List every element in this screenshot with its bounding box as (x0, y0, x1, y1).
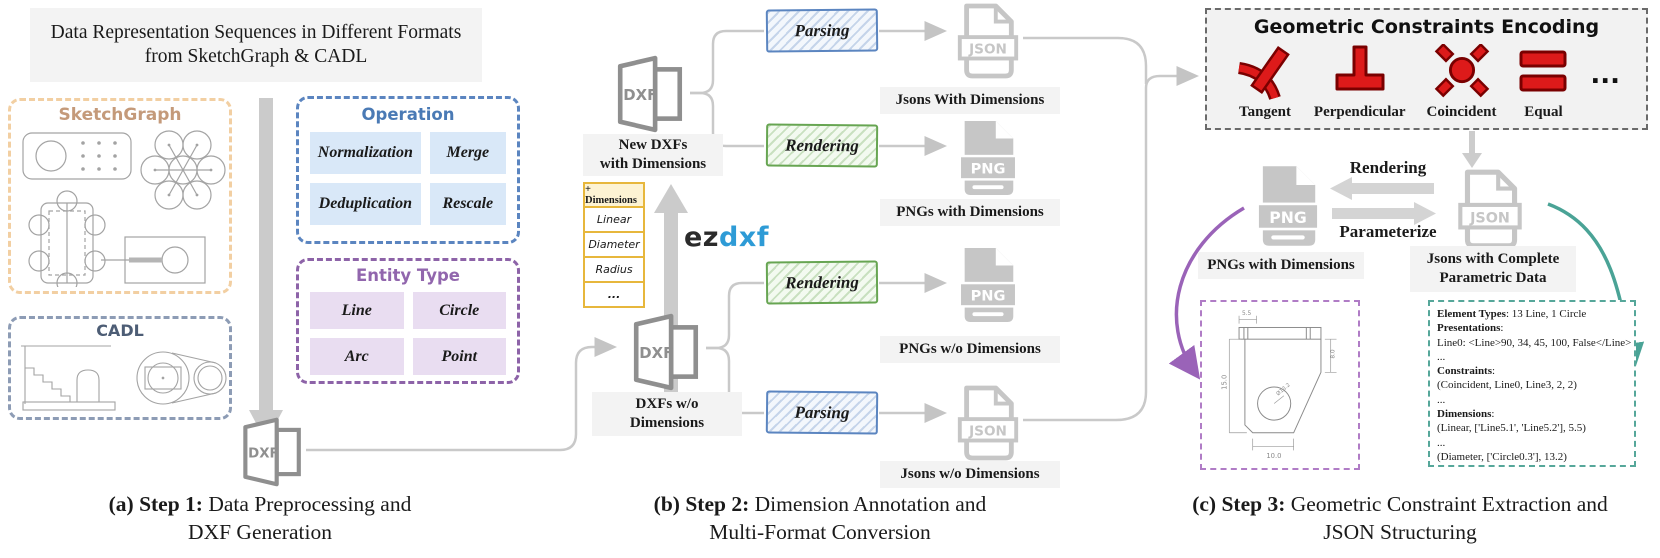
operation-item: Normalization (310, 132, 421, 174)
dimension-table-row: ... (583, 283, 645, 308)
title-line1: Data Representation Sequences in Differe… (50, 21, 462, 43)
connector-dxf-a-to-b (306, 337, 617, 452)
svg-text:DXF: DXF (639, 344, 673, 362)
png-file-icon: PNG (958, 121, 1018, 195)
down-arrow (249, 98, 283, 442)
new-dxf-label: New DXFs with Dimensions (583, 134, 723, 176)
dimension-types-table: + Dimensions Linear Diameter Radius ... (583, 182, 645, 308)
caption-step3: (c) Step 3: Geometric Constraint Extract… (1192, 492, 1608, 545)
svg-text:DXF: DXF (623, 86, 657, 104)
cadl-sketches (21, 345, 227, 411)
svg-text:JSON: JSON (968, 424, 1007, 440)
svg-text:DXF: DXF (248, 447, 278, 462)
rendered-drawing-box: 5.5 15.0 8.0 10.0 Ø13.2 (1200, 300, 1360, 470)
constraint-coincident: Coincident (1427, 44, 1497, 121)
dxf-wo-dim-file-icon: DXF (633, 313, 699, 391)
constraints-encoding-box: Geometric Constraints Encoding Tangent P… (1205, 8, 1648, 130)
entity-item: Line (310, 292, 404, 329)
operation-item: Rescale (429, 183, 506, 225)
parametric-json-box: Element Types: 13 Line, 1 Circle Present… (1428, 300, 1636, 467)
sketchgraph-box: SketchGraph (8, 98, 232, 294)
rendering-arrow (1330, 177, 1434, 200)
caption-step1: (a) Step 1: Data Preprocessing and DXF G… (108, 492, 412, 545)
rendering-flow-top: Rendering (765, 123, 879, 168)
parsing-flow-top: Parsing (765, 8, 879, 53)
tangent-icon (1237, 45, 1290, 100)
svg-text:PNG: PNG (971, 161, 1006, 178)
title-line2: from SketchGraph & CADL (144, 46, 368, 67)
ezdxf-logo: ezdxf (684, 222, 770, 253)
pngs-with-dim-c-label: PNGs with Dimensions (1198, 252, 1364, 279)
technical-drawing: 5.5 15.0 8.0 10.0 Ø13.2 (1220, 311, 1337, 460)
constraints-encoding-title: Geometric Constraints Encoding (1253, 16, 1600, 38)
operation-item: Deduplication (310, 183, 421, 225)
operation-box: Operation Normalization Merge Deduplicat… (296, 96, 520, 244)
entity-type-title: Entity Type (355, 266, 460, 285)
parameterize-arrow (1332, 202, 1436, 225)
entity-item: Circle (412, 292, 506, 329)
panel-a-title: Data Representation Sequences in Differe… (30, 8, 482, 82)
png-c-file-icon: PNG (1256, 166, 1320, 246)
svg-text:PNG: PNG (971, 288, 1006, 305)
detail-line: ... (1437, 393, 1446, 406)
dim-top: 5.5 (1242, 311, 1252, 317)
detail-line: (Coincident, Line0, Line3, 2, 2) (1437, 379, 1577, 392)
rendering-flow-bottom: Rendering (765, 260, 879, 305)
detail-line: (Linear, ['Line5.1', 'Line5.2'], 5.5) (1437, 422, 1586, 435)
perpendicular-icon (1335, 45, 1385, 91)
json-wo-dim-file-icon: JSON (957, 385, 1019, 461)
new-dxf-file-icon: DXF (617, 55, 683, 133)
pngs-with-dim-label: PNGs with Dimensions (880, 199, 1060, 226)
cadl-label: CADL (96, 321, 144, 340)
dimension-table-header: + Dimensions (583, 182, 645, 208)
png-to-drawing-arrow (1168, 206, 1245, 380)
png-wo-dim-file-icon: PNG (958, 248, 1018, 322)
rendering-arrow-label: Rendering (1349, 158, 1427, 177)
detail-line: Constraints: (1437, 365, 1496, 378)
entity-item: Arc (310, 338, 404, 375)
sketchgraph-label: SketchGraph (58, 105, 182, 125)
jsons-complete-label: Jsons with Complete Parametric Data (1410, 246, 1576, 292)
dimension-table-row: Linear (583, 208, 645, 233)
detail-line: Element Types: 13 Line, 1 Circle (1437, 308, 1587, 320)
dxf-file-icon: DXF (243, 417, 301, 487)
constraint-perpendicular: Perpendicular (1314, 44, 1406, 121)
detail-line: Presentations: (1437, 322, 1504, 335)
jsons-wo-dim-label: Jsons w/o Dimensions (880, 461, 1060, 488)
dxf-wo-dim-label: DXFs w/o Dimensions (592, 392, 742, 436)
dimension-table-row: Radius (583, 258, 645, 283)
json-file-icon: JSON (957, 3, 1019, 79)
svg-text:JSON: JSON (968, 42, 1007, 58)
caption-step2: (b) Step 2: Dimension Annotation and Mul… (653, 492, 987, 545)
sketchgraph-sketches (22, 130, 226, 287)
coincident-icon (1434, 44, 1489, 98)
jsons-with-dim-label: Jsons With Dimensions (880, 87, 1060, 114)
equal-icon (1519, 50, 1567, 92)
svg-text:JSON: JSON (1469, 210, 1510, 226)
parsing-flow-bottom: Parsing (765, 390, 879, 435)
detail-line: ... (1437, 350, 1446, 363)
detail-line: Line0: <Line>90, 34, 45, 100, False</Lin… (1437, 336, 1632, 349)
detail-line: ... (1437, 436, 1446, 449)
pngs-wo-dim-label: PNGs w/o Dimensions (880, 336, 1060, 363)
entity-type-box: Entity Type Line Circle Arc Point (296, 258, 520, 384)
operation-item: Merge (429, 132, 506, 174)
constraints-to-json-arrow (1462, 131, 1482, 168)
json-c-file-icon: JSON (1458, 169, 1522, 249)
ellipsis-more: ... (1590, 60, 1620, 90)
parameterize-arrow-label: Parameterize (1339, 222, 1437, 241)
dim-diameter: Ø13.2 (1275, 382, 1292, 398)
dim-right: 8.0 (1331, 349, 1337, 359)
dimension-table-row: Diameter (583, 233, 645, 258)
entity-item: Point (412, 338, 506, 375)
detail-line: Dimensions: (1437, 408, 1495, 421)
dim-left: 15.0 (1220, 375, 1228, 390)
cadl-box: CADL (8, 316, 232, 420)
svg-text:PNG: PNG (1269, 208, 1307, 227)
operation-title: Operation (361, 105, 455, 124)
dim-bottom: 10.0 (1266, 452, 1281, 460)
constraint-tangent: Tangent (1237, 44, 1293, 121)
detail-line: (Diameter, ['Circle0.3'], 13.2) (1437, 450, 1567, 463)
constraint-equal: Equal (1517, 44, 1569, 121)
